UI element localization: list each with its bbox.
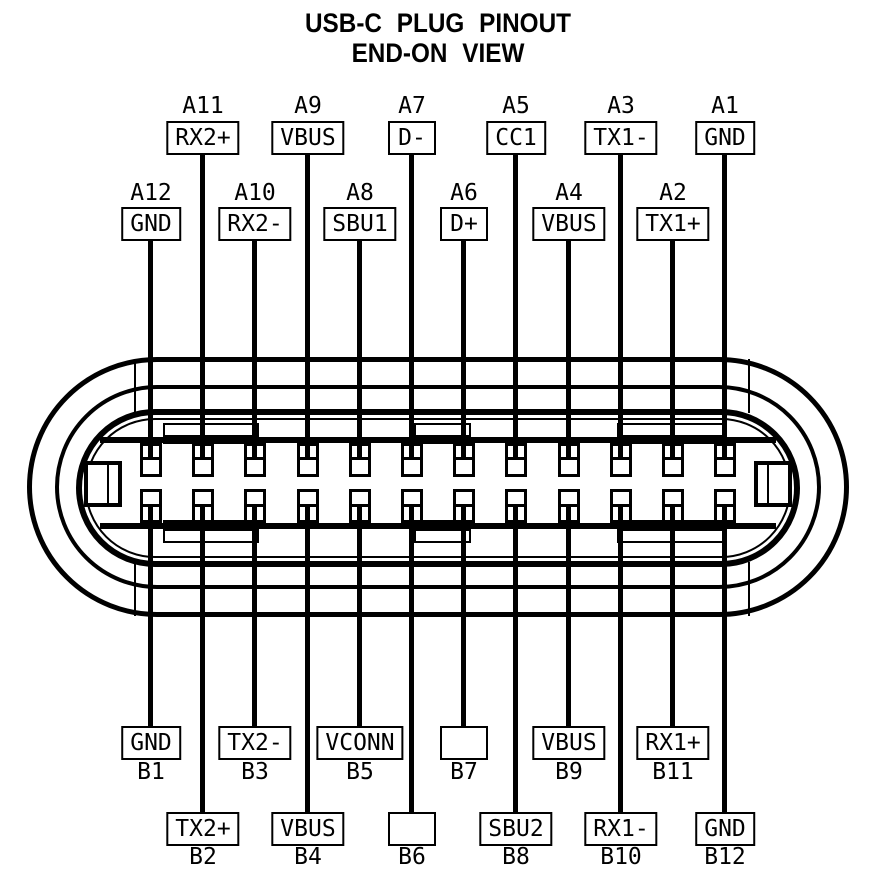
pin-number-B5: B5 <box>346 759 374 785</box>
signal-box-B11: RX1+ <box>636 726 710 760</box>
leader-line-B12 <box>722 504 727 813</box>
leader-line-B7 <box>461 504 466 727</box>
signal-box-B9: VBUS <box>532 726 606 760</box>
signal-box-B6 <box>388 812 436 846</box>
shell-seam-bottom-left <box>134 562 136 616</box>
shield-spring-bar-top-left <box>163 435 259 444</box>
signal-box-A1: GND <box>695 121 755 155</box>
signal-box-B2: TX2+ <box>166 812 240 846</box>
leader-line-B11 <box>670 504 675 727</box>
signal-box-B5: VCONN <box>316 726 404 760</box>
leader-line-B8 <box>513 504 518 813</box>
shield-spring-bar-bottom-left <box>163 520 259 529</box>
pin-number-B2: B2 <box>189 844 217 870</box>
signal-box-B1: GND <box>121 726 181 760</box>
pin-number-A8: A8 <box>346 180 374 206</box>
pin-number-B1: B1 <box>137 759 165 785</box>
shield-spring-bottom-center <box>414 529 471 543</box>
shield-spring-bottom-left <box>163 529 259 543</box>
signal-box-A2: TX1+ <box>636 207 710 241</box>
signal-box-B4: VBUS <box>271 812 345 846</box>
signal-box-B7 <box>440 726 488 760</box>
pin-number-B9: B9 <box>555 759 583 785</box>
pin-number-A2: A2 <box>659 180 687 206</box>
leader-line-B9 <box>566 504 571 727</box>
leader-line-A8 <box>357 240 362 460</box>
pin-number-A5: A5 <box>502 93 530 119</box>
pin-number-B10: B10 <box>600 844 642 870</box>
signal-box-A3: TX1- <box>584 121 658 155</box>
connector-cavity-shell <box>76 409 800 567</box>
signal-box-A11: RX2+ <box>166 121 240 155</box>
pin-number-A9: A9 <box>294 93 322 119</box>
leader-line-A5 <box>513 154 518 460</box>
leader-line-A2 <box>670 240 675 460</box>
signal-box-B12: GND <box>695 812 755 846</box>
pin-number-B6: B6 <box>398 844 426 870</box>
pin-number-B12: B12 <box>704 844 746 870</box>
leader-line-B1 <box>148 504 153 727</box>
leader-line-B10 <box>618 504 623 813</box>
signal-box-B8: SBU2 <box>479 812 553 846</box>
pin-number-A7: A7 <box>398 93 426 119</box>
side-latch-left <box>84 461 122 507</box>
shell-seam-top-right <box>748 359 750 413</box>
diagram-title: USB-C PLUG PINOUT END-ON VIEW <box>44 8 832 68</box>
pin-number-B3: B3 <box>241 759 269 785</box>
leader-line-A1 <box>722 154 727 460</box>
signal-box-A8: SBU1 <box>323 207 397 241</box>
pin-number-A4: A4 <box>555 180 583 206</box>
leader-line-A12 <box>148 240 153 460</box>
signal-box-A12: GND <box>121 207 181 241</box>
connector-outer-shell <box>27 357 849 617</box>
leader-line-B3 <box>252 504 257 727</box>
diagram-title-line1: USB-C PLUG PINOUT <box>305 8 571 38</box>
pin-number-A11: A11 <box>182 93 224 119</box>
side-latch-right-line <box>767 465 769 503</box>
pin-number-A1: A1 <box>711 93 739 119</box>
connector-outer-shell-inner-line <box>55 385 821 589</box>
leader-line-A11 <box>200 154 205 460</box>
pin-number-A12: A12 <box>130 180 172 206</box>
pin-number-B4: B4 <box>294 844 322 870</box>
signal-box-B10: RX1- <box>584 812 658 846</box>
leader-line-A6 <box>461 240 466 460</box>
pin-number-B8: B8 <box>502 844 530 870</box>
diagram-title-line2: END-ON VIEW <box>351 38 525 68</box>
shield-spring-bar-bottom-center <box>414 520 471 529</box>
leader-line-B5 <box>357 504 362 727</box>
signal-box-A5: CC1 <box>486 121 546 155</box>
leader-line-A7 <box>409 154 414 460</box>
leader-line-B6 <box>409 504 414 813</box>
leader-line-A4 <box>566 240 571 460</box>
leader-line-A10 <box>252 240 257 460</box>
side-latch-left-line <box>107 465 109 503</box>
signal-box-B3: TX2- <box>218 726 292 760</box>
shield-spring-bar-top-center <box>414 435 471 444</box>
signal-box-A6: D+ <box>440 207 488 241</box>
signal-box-A4: VBUS <box>532 207 606 241</box>
signal-box-A10: RX2- <box>218 207 292 241</box>
leader-line-A3 <box>618 154 623 460</box>
shell-seam-bottom-right <box>748 562 750 616</box>
pin-number-A3: A3 <box>607 93 635 119</box>
shell-seam-top-left <box>134 359 136 413</box>
pin-number-B11: B11 <box>652 759 694 785</box>
pin-number-A10: A10 <box>234 180 276 206</box>
leader-line-B2 <box>200 504 205 813</box>
leader-line-B4 <box>305 504 310 813</box>
pin-number-B7: B7 <box>450 759 478 785</box>
pin-number-A6: A6 <box>450 180 478 206</box>
side-latch-right <box>754 461 792 507</box>
signal-box-A7: D- <box>388 121 436 155</box>
signal-box-A9: VBUS <box>271 121 345 155</box>
leader-line-A9 <box>305 154 310 460</box>
